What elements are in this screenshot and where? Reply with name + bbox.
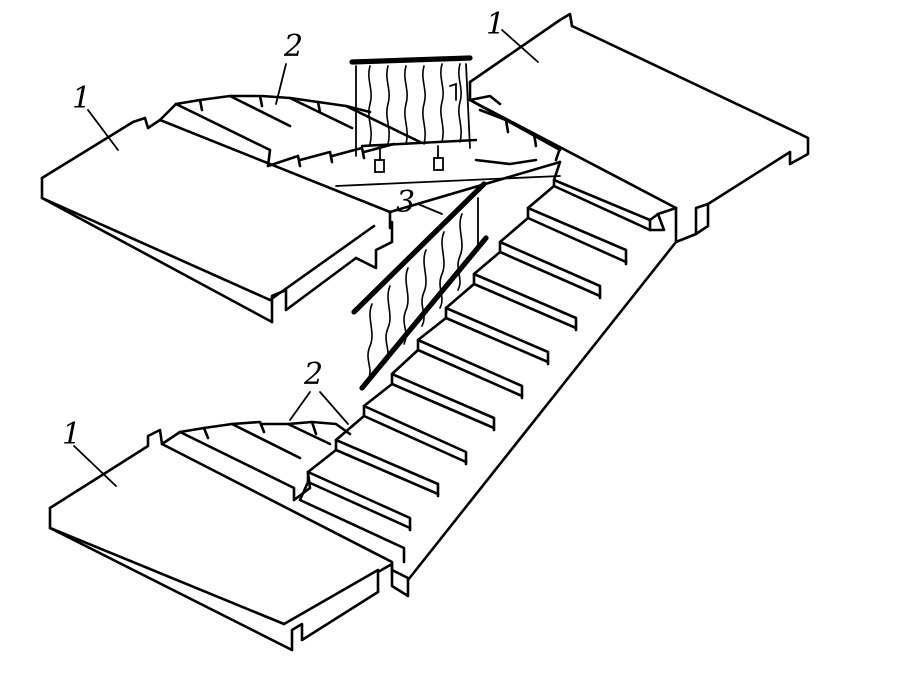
landing-bottom-left: [48, 428, 410, 652]
leader-2-bottom-a: [289, 391, 311, 421]
number-labels: 1 1 1 2 2 3: [62, 7, 505, 452]
leader-2-bottom-b: [319, 391, 349, 425]
upper-flight-steps: [158, 94, 562, 214]
label-landing-bottom-left: 1: [62, 417, 81, 452]
label-landing-top-right: 1: [486, 7, 505, 42]
leader-1-top-right: [501, 29, 539, 63]
lower-flight-steps: [298, 160, 678, 582]
label-flight-steps-bottom: 2: [303, 357, 323, 392]
lower-flight-short-steps: [160, 420, 352, 502]
label-landing-top-left: 1: [72, 81, 91, 116]
leader-2-top: [275, 63, 287, 105]
upper-railing: [349, 55, 478, 173]
leader-1-top-left: [87, 109, 119, 151]
landing-top-left: [40, 116, 394, 324]
label-flight-steps-top: 2: [283, 29, 303, 64]
leader-lines: [73, 29, 539, 487]
lower-railing: [351, 181, 489, 391]
label-handrail: 3: [396, 185, 415, 220]
upper-handrail: [349, 55, 473, 65]
leader-3: [417, 203, 443, 215]
lower-handrail: [351, 181, 487, 315]
leader-1-bottom-left: [73, 445, 117, 487]
